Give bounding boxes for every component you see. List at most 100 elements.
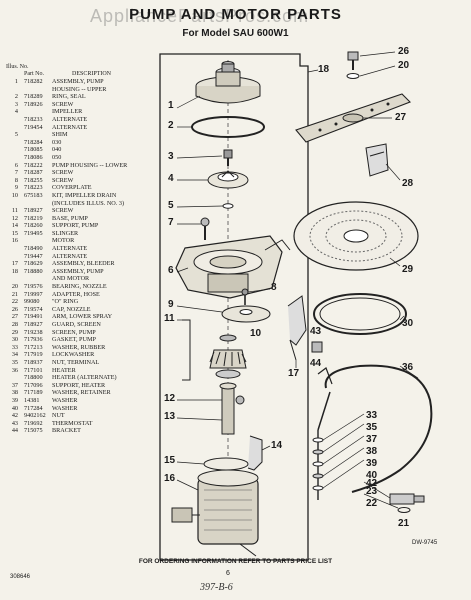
illus-no-cell: 37 — [11, 381, 18, 389]
part-no-cell: 99080 — [24, 298, 40, 306]
part-no-cell: 719454 — [24, 123, 43, 131]
pump-gasket — [313, 293, 407, 335]
col-description: DESCRIPTION — [72, 71, 112, 77]
thermostat — [311, 341, 323, 353]
pump-base — [219, 382, 245, 435]
callout-6: 6 — [168, 265, 174, 276]
illus-no-cell: 8 — [14, 176, 18, 184]
impeller-drain-kit — [209, 334, 247, 379]
callout-23: 23 — [366, 486, 378, 497]
upper-pump-housing — [195, 61, 261, 104]
lower-spray-arm — [295, 93, 411, 143]
nozzle-bearing — [346, 73, 360, 79]
part-no-cell: 717284 — [24, 404, 43, 412]
illus-no-cell: 6 — [14, 161, 18, 169]
illus-no-cell: 4 — [14, 108, 18, 116]
illus-no-cell: 33 — [11, 343, 18, 351]
illus-no-cell: 2 — [14, 93, 18, 101]
bleeder-assembly — [287, 295, 307, 361]
callout-2: 2 — [168, 120, 174, 131]
document-code: 308646 — [10, 574, 31, 580]
watermark: AppliancePartsPros.com — [90, 6, 310, 26]
callout-15: 15 — [164, 455, 176, 466]
description-cell: BASE, PUMP — [52, 214, 88, 222]
parts-list-row: AND MOTOR — [6, 275, 158, 283]
callout-38: 38 — [366, 446, 378, 457]
description-cell: GASKET, PUMP — [52, 336, 96, 344]
screw-7 — [200, 217, 210, 240]
description-cell: WASHER — [52, 396, 78, 404]
part-no-cell: 718927 — [24, 207, 43, 215]
illus-no-cell: 29 — [11, 328, 18, 336]
description-cell: CAP, NOZZLE — [52, 305, 91, 313]
part-no-cell: 719238 — [24, 328, 43, 336]
parts-list-row: HOUSING -- UPPER — [6, 86, 158, 94]
description-cell: ALTERNATE — [52, 245, 88, 253]
screw-8 — [241, 288, 249, 305]
illus-no-cell: 43 — [11, 419, 18, 427]
illus-no-cell: 14 — [11, 222, 18, 230]
part-no-cell: 718629 — [24, 260, 43, 268]
part-no-cell: 718219 — [24, 214, 43, 222]
callout-42: 42 — [366, 478, 378, 489]
callout-20: 20 — [398, 60, 410, 71]
part-no-cell: 719576 — [24, 283, 43, 291]
illus-no-cell: 5 — [14, 131, 18, 139]
callout-27: 27 — [395, 112, 407, 123]
description-cell: ASSEMBLY, PUMP — [52, 78, 104, 85]
illus-no-cell: 11 — [12, 207, 18, 215]
callout-36: 36 — [402, 362, 414, 373]
callout-43: 43 — [310, 326, 322, 337]
callout-37: 37 — [366, 434, 378, 445]
description-cell: HEATER — [52, 366, 76, 374]
description-cell: SCREW — [52, 169, 74, 177]
callout-44: 44 — [310, 358, 322, 369]
callout-11: 11 — [164, 313, 175, 324]
callout-1: 1 — [168, 100, 174, 111]
illus-no-cell: 39 — [11, 396, 18, 404]
part-no-cell: 718282 — [24, 78, 43, 85]
page-number: 6 — [226, 570, 230, 577]
description-cell: HEATER (ALTERNATE) — [52, 374, 117, 382]
callout-10: 10 — [250, 328, 262, 339]
illus-no-cell: 27 — [11, 313, 18, 321]
callout-3: 3 — [168, 151, 174, 162]
shim — [222, 203, 234, 209]
motor — [171, 469, 259, 557]
description-cell: BEARING, NOZZLE — [52, 283, 107, 291]
description-cell: ALTERNATE — [52, 115, 88, 123]
part-no-cell: 717189 — [24, 389, 43, 397]
parts-list-row: (INCLUDES ILLUS. NO. 3) — [6, 200, 158, 208]
description-cell: PUMP HOUSING -- LOWER — [52, 161, 128, 169]
part-no-cell: 718287 — [24, 169, 43, 177]
callout-9: 9 — [168, 299, 174, 310]
description-cell: ASSEMBLY, PUMP — [52, 267, 104, 275]
callout-39: 39 — [366, 458, 378, 469]
description-cell: SUPPORT, PUMP — [52, 222, 99, 230]
illus-no-cell: 44 — [11, 427, 18, 435]
callout-4: 4 — [168, 173, 174, 184]
part-no-cell: 718927 — [24, 321, 43, 328]
leader-lines — [176, 51, 419, 509]
col-part-no: Part No. — [24, 71, 44, 77]
callout-14: 14 — [271, 440, 283, 451]
illus-no-cell: 9 — [14, 184, 18, 192]
description-cell: 040 — [52, 146, 62, 154]
bracket-44 — [317, 367, 333, 385]
